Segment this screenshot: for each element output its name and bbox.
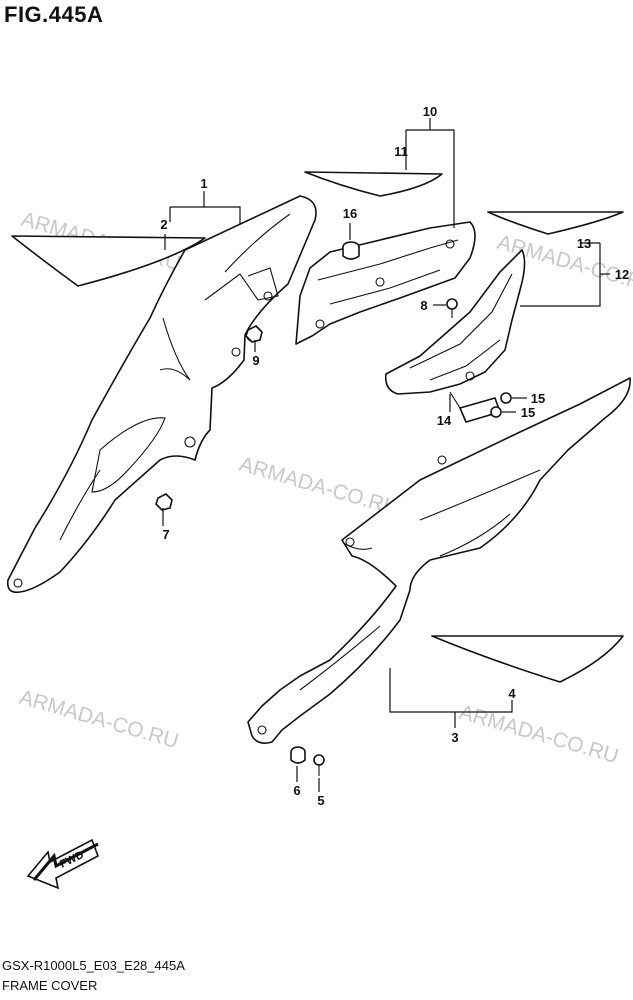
callout-15-lower: 15 bbox=[521, 405, 535, 420]
figure-title: FIG.445A bbox=[4, 2, 104, 27]
callout-12: 12 bbox=[615, 267, 629, 282]
frame-cover-part-12 bbox=[384, 249, 526, 395]
frame-cover-right-part-3 bbox=[247, 377, 631, 744]
decal-part-13 bbox=[487, 211, 624, 235]
callout-8: 8 bbox=[420, 298, 427, 313]
callout-9: 9 bbox=[252, 353, 259, 368]
bolt-part-15-lower bbox=[490, 406, 502, 418]
callout-11: 11 bbox=[394, 144, 408, 159]
callout-6: 6 bbox=[293, 783, 300, 798]
callout-4: 4 bbox=[508, 686, 516, 701]
callout-2: 2 bbox=[160, 217, 167, 232]
callout-1: 1 bbox=[200, 176, 207, 191]
callout-15-upper: 15 bbox=[531, 391, 545, 406]
decal-part-11 bbox=[304, 171, 443, 197]
grommet-part-6 bbox=[290, 746, 306, 764]
screw-part-8 bbox=[446, 298, 458, 318]
callout-5: 5 bbox=[317, 793, 324, 808]
callout-13: 13 bbox=[577, 236, 591, 251]
fwd-arrow-icon: FWD bbox=[26, 838, 99, 890]
callout-16: 16 bbox=[343, 206, 357, 221]
frame-cover-part-10 bbox=[295, 221, 476, 345]
callout-14: 14 bbox=[437, 413, 452, 428]
watermark-4: ARMADA-CO.RU bbox=[17, 686, 181, 753]
callout-7: 7 bbox=[162, 527, 169, 542]
nut-part-7 bbox=[155, 493, 173, 511]
watermark-3: ARMADA-CO.RU bbox=[237, 453, 401, 520]
grommet-part-16 bbox=[342, 241, 360, 260]
bracket-part-14 bbox=[449, 391, 501, 423]
bolt-part-15-upper bbox=[500, 392, 512, 404]
model-code: GSX-R1000L5_E03_E28_445A bbox=[2, 958, 185, 973]
figure-name: FRAME COVER bbox=[2, 978, 98, 993]
screw-part-5 bbox=[313, 754, 325, 776]
nut-part-9 bbox=[245, 325, 263, 343]
callout-10: 10 bbox=[423, 104, 437, 119]
callout-3: 3 bbox=[451, 730, 458, 745]
callouts: 1 2 3 4 5 6 7 8 9 10 11 12 13 14 15 15 1… bbox=[160, 104, 629, 808]
watermark-5: ARMADA-CO.RU bbox=[457, 701, 621, 768]
leader-lines bbox=[162, 118, 610, 792]
decal-part-4 bbox=[431, 635, 624, 683]
